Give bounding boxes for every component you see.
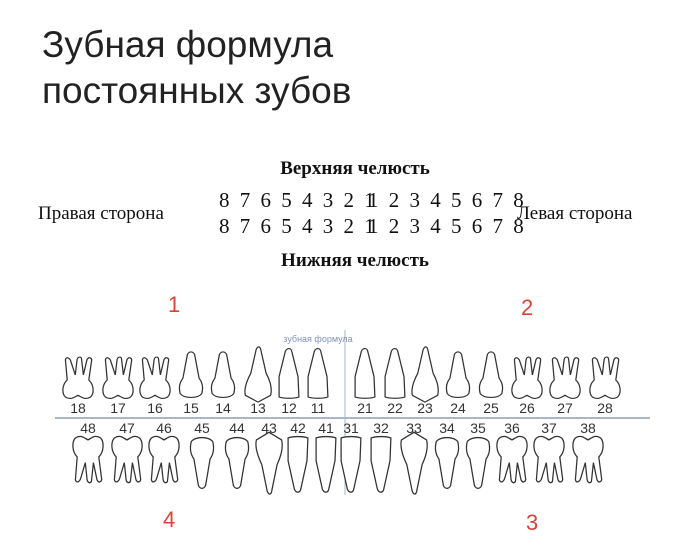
tooth-number-35: 35	[470, 420, 486, 436]
tooth-31	[340, 435, 362, 493]
tooth-number-11: 11	[311, 400, 326, 416]
tooth-number-26: 26	[519, 400, 535, 416]
tooth-27	[549, 356, 581, 400]
tooth-47	[111, 435, 143, 484]
tooth-number-34: 34	[439, 420, 455, 436]
tooth-number-37: 37	[541, 420, 557, 436]
tooth-number-44: 44	[229, 420, 245, 436]
tooth-number-23: 23	[417, 400, 433, 416]
tooth-number-45: 45	[194, 420, 210, 436]
tooth-number-36: 36	[504, 420, 520, 436]
tooth-number-21: 21	[357, 400, 373, 416]
left-side-label: Левая сторона	[517, 203, 633, 224]
tooth-14	[210, 351, 236, 399]
tooth-number-22: 22	[387, 400, 403, 416]
tooth-number-33: 33	[406, 420, 422, 436]
formula-lower-right: 8 7 6 5 4 3 2 1	[219, 214, 378, 238]
formula-lower-left: 1 2 3 4 5 6 7 8	[368, 214, 527, 238]
tooth-number-42: 42	[290, 420, 306, 436]
tooth-26	[511, 356, 543, 400]
tooth-42	[287, 435, 309, 493]
tooth-number-47: 47	[119, 420, 135, 436]
tooth-number-46: 46	[156, 420, 172, 436]
tooth-15	[178, 351, 204, 399]
tooth-44	[224, 436, 250, 490]
lower-jaw-label: Нижняя челюсть	[281, 250, 429, 271]
quadrant-1: 1	[168, 292, 181, 317]
quadrant-4: 4	[163, 507, 176, 532]
tooth-35	[465, 436, 491, 490]
tooth-46	[148, 435, 180, 484]
chart-label: зубная формула	[283, 334, 352, 344]
tooth-number-13: 13	[250, 400, 266, 416]
formula-upper-right: 8 7 6 5 4 3 2 1	[219, 188, 378, 212]
tooth-23	[411, 346, 439, 403]
tooth-number-16: 16	[147, 400, 163, 416]
tooth-number-12: 12	[281, 400, 297, 416]
tooth-45	[189, 436, 215, 490]
tooth-number-18: 18	[70, 400, 86, 416]
tooth-43	[255, 431, 283, 495]
tooth-28	[589, 356, 621, 400]
tooth-22	[384, 347, 406, 399]
tooth-38	[572, 435, 604, 484]
tooth-32	[370, 435, 392, 493]
tooth-16	[139, 356, 171, 400]
formula-upper-left: 1 2 3 4 5 6 7 8	[368, 188, 527, 212]
tooth-number-28: 28	[597, 400, 613, 416]
tooth-37	[533, 435, 565, 484]
title-line-2: постоянных зубов	[42, 70, 352, 111]
tooth-17	[102, 356, 134, 400]
tooth-41	[315, 435, 337, 493]
tooth-48	[72, 435, 104, 484]
tooth-number-31: 31	[343, 420, 359, 436]
tooth-number-43: 43	[261, 420, 277, 436]
title-line-1: Зубная формула	[42, 24, 334, 65]
tooth-13	[244, 346, 272, 403]
tooth-24	[445, 351, 471, 399]
tooth-36	[496, 435, 528, 484]
page-title: Зубная формула постоянных зубов	[42, 22, 351, 114]
tooth-number-27: 27	[557, 400, 573, 416]
tooth-number-25: 25	[483, 400, 499, 416]
tooth-number-38: 38	[580, 420, 596, 436]
upper-jaw-label: Верхняя челюсть	[280, 158, 430, 179]
quadrant-2: 2	[521, 295, 534, 320]
tooth-number-41: 41	[318, 420, 334, 436]
tooth-18	[62, 356, 94, 400]
right-side-label: Правая сторона	[38, 203, 164, 224]
quadrant-3: 3	[526, 510, 539, 535]
tooth-33	[400, 431, 428, 495]
tooth-number-14: 14	[215, 400, 231, 416]
tooth-11	[307, 347, 329, 399]
tooth-25	[478, 351, 504, 399]
tooth-34	[434, 436, 460, 490]
tooth-number-24: 24	[450, 400, 466, 416]
tooth-number-48: 48	[80, 420, 96, 436]
tooth-number-15: 15	[183, 400, 199, 416]
tooth-21	[354, 347, 376, 399]
tooth-number-32: 32	[373, 420, 389, 436]
tooth-12	[278, 347, 300, 399]
tooth-number-17: 17	[110, 400, 126, 416]
